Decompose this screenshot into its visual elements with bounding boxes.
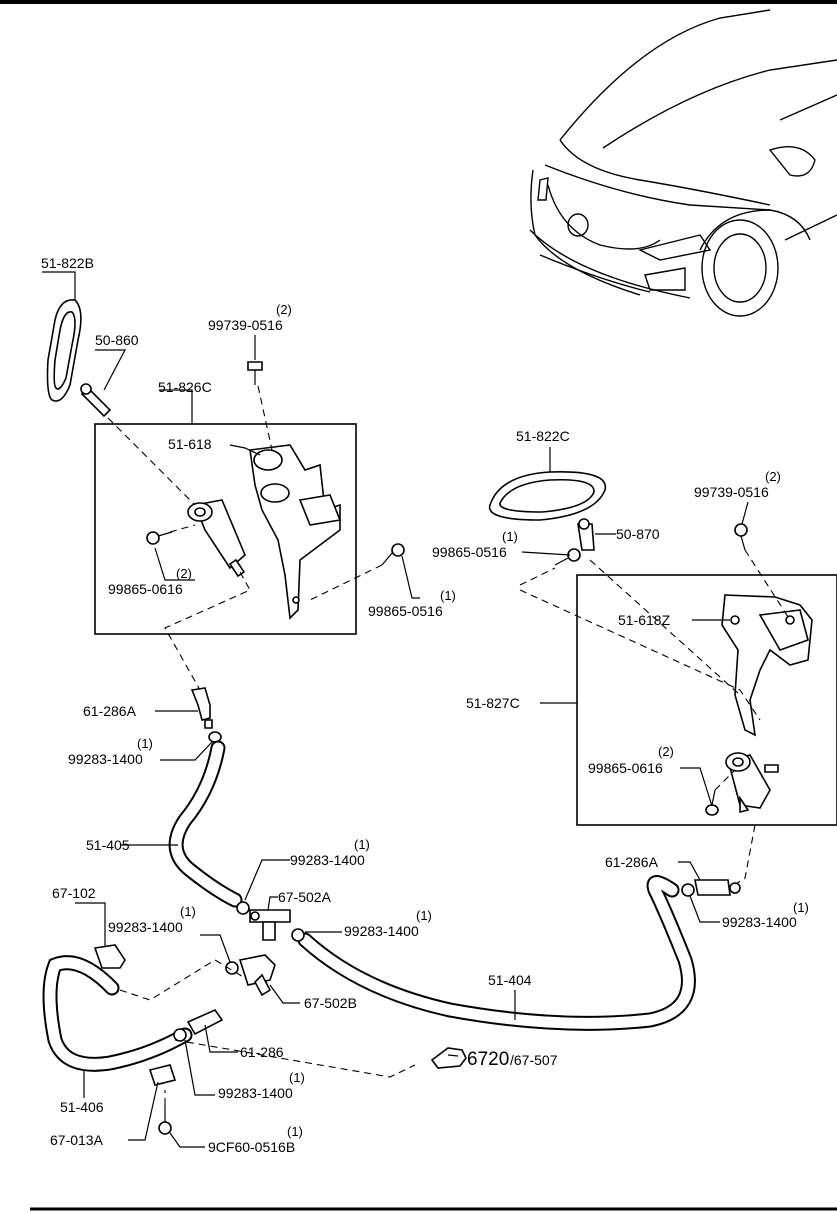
nozzle-cover-left [46,299,82,402]
qty-99865-0616-left: (2) [176,566,192,581]
qty-99283-1400-f: (1) [793,900,809,915]
label-99865-0516-right: 99865-0516 [432,544,507,560]
label-61-286: 61-286 [240,1044,284,1060]
label-51-822C: 51-822C [516,428,570,444]
qty-99283-1400-c: (1) [180,904,196,919]
nozzle-left [80,383,112,418]
pump-left [187,499,246,578]
clamp-d [225,961,239,975]
clamp-e [173,1028,187,1042]
label-50-870: 50-870 [616,526,660,542]
label-51-405: 51-405 [86,837,130,853]
joint-67-502A [249,909,291,941]
leader-lines [42,271,749,1148]
label-51-618: 51-618 [168,436,212,452]
label-99283-1400-e: 99283-1400 [218,1085,293,1101]
hose-51-405 [168,740,243,908]
qty-99865-0516-right: (1) [502,529,518,544]
qty-99865-0616-right: (2) [658,744,674,759]
hose-51-404 [297,875,696,1031]
label-99283-1400-d: 99283-1400 [344,923,419,939]
nozzle-cover-right [488,471,607,521]
qty-99283-1400-b: (1) [354,837,370,852]
bracket-right [721,594,813,737]
label-51-826C: 51-826C [158,379,212,395]
nozzle-right [577,518,595,551]
label-61-286A-left: 61-286A [83,703,137,719]
screw-99739-left [247,361,263,385]
screw-99865-0516-mid [381,543,405,566]
bracket-left [249,444,342,620]
reference-main: 6720 [467,1049,509,1070]
reference-arrow-icon [430,1047,467,1069]
label-99283-1400-a: 99283-1400 [68,751,143,767]
right-pump-box [576,574,837,826]
qty-99865-0516-mid: (1) [440,588,456,603]
screw-99865-0516-right [554,548,581,566]
screw-9CF60 [158,1105,172,1135]
label-61-286A-right: 61-286A [605,854,659,870]
qty-9CF60-0516B: (1) [287,1124,303,1139]
label-67-013A: 67-013A [50,1132,104,1148]
pump-right [725,752,779,814]
qty-99283-1400-d: (1) [416,908,432,923]
label-51-827C: 51-827C [466,695,520,711]
screw-99865-0616-left [146,531,173,545]
label-51-822B: 51-822B [41,255,94,271]
qty-99283-1400-a: (1) [137,736,153,751]
label-51-406: 51-406 [60,1099,104,1115]
label-99739-0516-right: 99739-0516 [694,484,769,500]
joint-67-502B [238,954,276,997]
label-99865-0616-right: 99865-0616 [588,760,663,776]
label-67-502A: 67-502A [278,889,332,905]
label-99865-0516-mid: 99865-0516 [368,603,443,619]
label-67-502B: 67-502B [304,995,357,1011]
label-99283-1400-c: 99283-1400 [108,919,183,935]
label-51-618Z: 51-618Z [618,612,671,628]
label-99283-1400-f: 99283-1400 [722,914,797,930]
qty-99283-1400-e: (1) [289,1070,305,1085]
reference-sub: /67-507 [510,1052,558,1068]
clamp-b [236,901,250,915]
label-67-102: 67-102 [52,885,96,901]
left-pump-box [94,423,357,635]
label-51-404: 51-404 [488,972,532,988]
label-9CF60-0516B: 9CF60-0516B [208,1139,295,1155]
hose-51-406 [42,955,193,1072]
clamp-c [291,928,305,942]
car-illustration [529,9,837,317]
clamp-a [208,731,222,743]
connector-61-286A-right [694,879,741,896]
label-99739-0516-left: 99739-0516 [208,317,283,333]
label-99283-1400-b: 99283-1400 [290,852,365,868]
connector-61-286A-left [190,687,213,729]
clip-67-102 [93,944,126,969]
qty-99739-0516-right: (2) [765,469,781,484]
label-50-860: 50-860 [95,332,139,348]
connector-61-286 [186,1009,224,1036]
clamp-f [681,883,695,897]
label-99865-0616-left: 99865-0616 [108,581,183,597]
clip-67-013A [148,1064,177,1086]
screw-99739-right [734,523,748,551]
qty-99739-0516-left: (2) [276,302,292,317]
